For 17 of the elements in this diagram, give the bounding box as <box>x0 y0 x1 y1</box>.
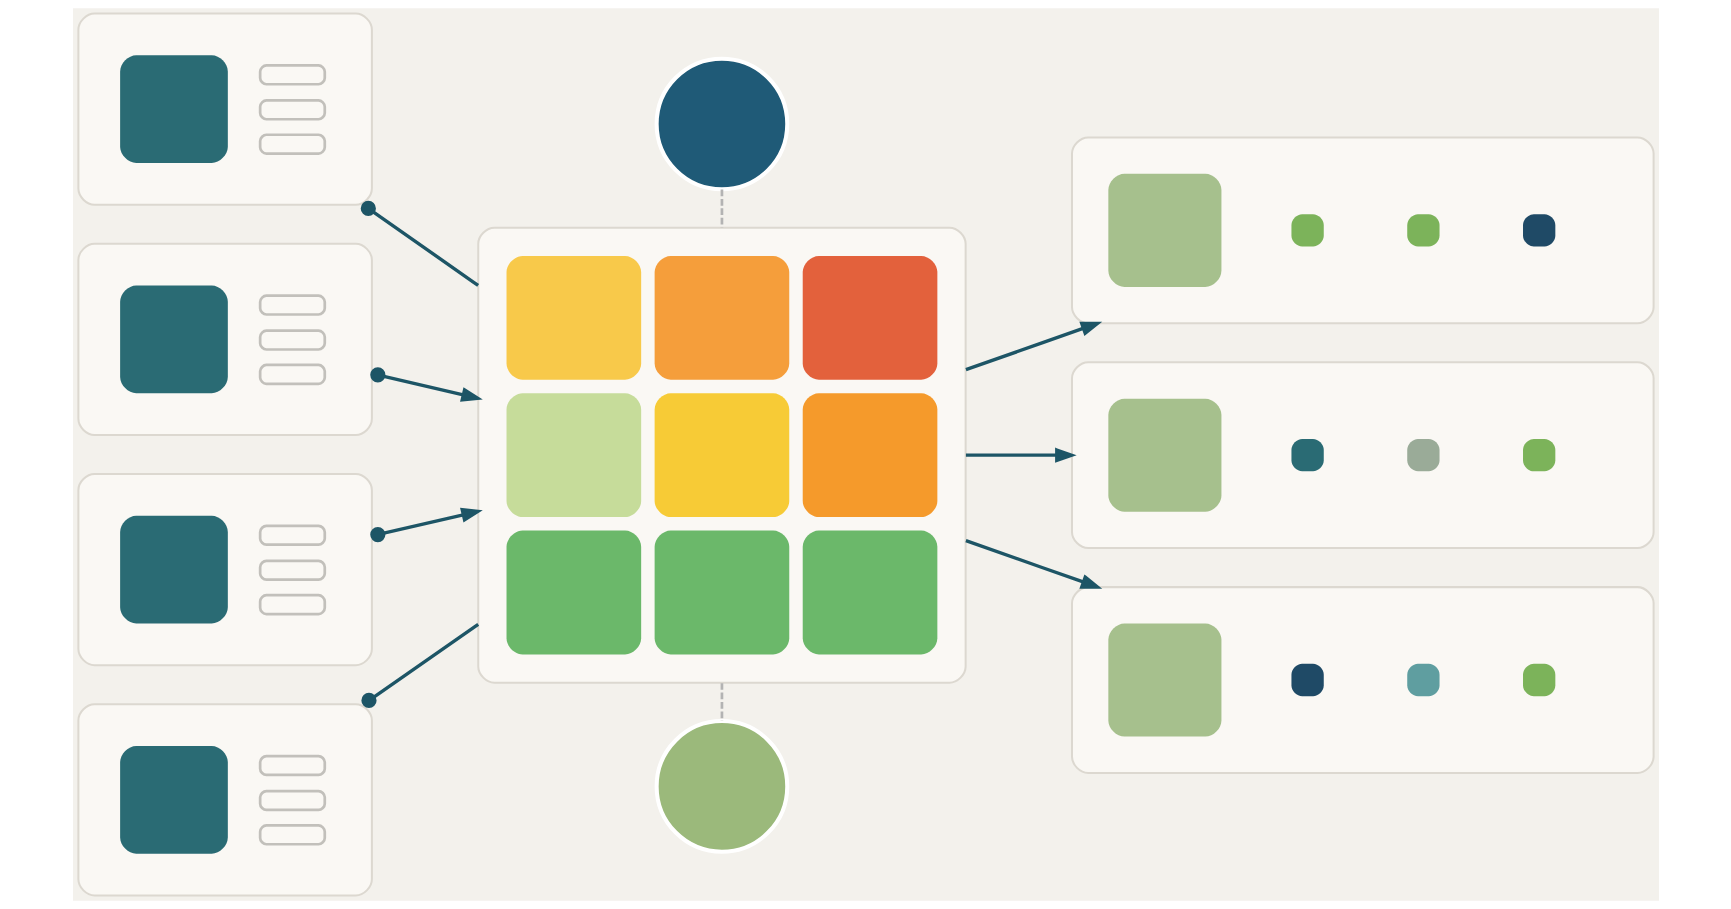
arrow <box>369 507 483 543</box>
arrow <box>369 367 483 402</box>
arrow <box>965 447 1077 463</box>
connector <box>360 200 479 287</box>
node-box <box>76 12 373 206</box>
connector <box>360 622 479 709</box>
node-box <box>76 473 373 667</box>
node-box <box>1070 586 1655 774</box>
node-box <box>1070 361 1655 550</box>
arrow <box>964 539 1102 589</box>
arrow <box>964 321 1102 372</box>
node-circle <box>654 56 789 192</box>
node-box <box>76 242 373 436</box>
node-box <box>76 703 373 897</box>
node-box <box>476 226 967 684</box>
node-box <box>1070 136 1655 325</box>
node-circle <box>654 719 789 854</box>
